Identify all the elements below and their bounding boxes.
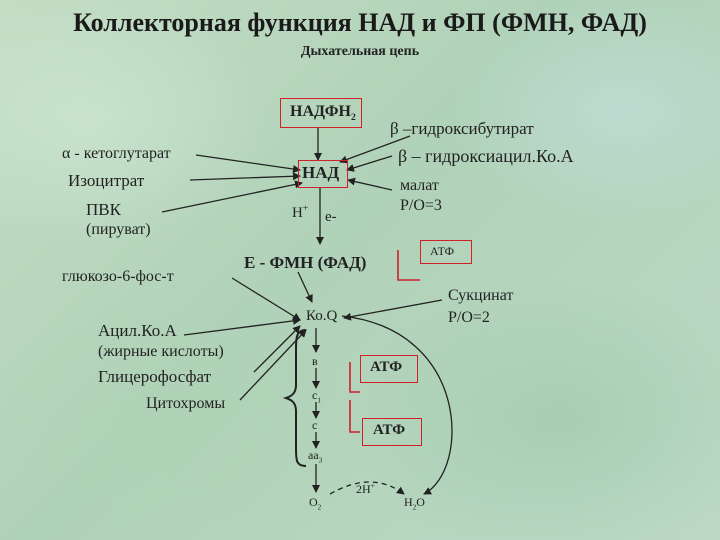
cytochrome-brace <box>282 329 307 467</box>
cytochromes-label: Цитохромы <box>146 395 226 412</box>
atp-box-1 <box>360 355 418 383</box>
arrow-pvk-nad <box>161 180 303 213</box>
arrow-succinate-koq <box>343 299 443 321</box>
atp-bracket-2 <box>349 400 360 433</box>
o2-label: О2 <box>309 496 321 512</box>
two-h-label: 2Н+ <box>356 482 375 495</box>
isocitrate-label: Изоцитрат <box>68 171 145 190</box>
h2o-sub: 2 <box>412 503 417 512</box>
h2o-label: Н2О <box>404 496 425 512</box>
glycerophosphate-label: Глицерофосфат <box>98 367 212 386</box>
arrow-malate-nad <box>347 177 393 191</box>
beta-hydroxyacylcoa-label: β – гидроксиацил.Ко.А <box>398 146 574 166</box>
h2o-b: О <box>416 495 425 509</box>
arrow-glycerophosphate-koq <box>253 325 301 373</box>
arrow-ketoglutarate-nad <box>195 154 301 173</box>
cyt-b-label: в <box>312 354 318 368</box>
nadfh2-sub: 2 <box>350 112 356 124</box>
koq-label: Ко.Q <box>306 308 338 324</box>
cyt-c-label: с <box>312 418 318 432</box>
po3-label: Р/О=3 <box>400 197 442 214</box>
h-plus-main: Н <box>292 205 303 221</box>
atp-label-top: АТФ <box>430 244 455 258</box>
nadfh2-box <box>280 98 362 128</box>
atp-bracket-1 <box>349 362 360 393</box>
cyt-aa3-label: аа3 <box>308 449 322 465</box>
arrow-acylcoa-koq <box>183 316 301 336</box>
curve-koq-to-water <box>341 315 453 495</box>
page-subtitle: Дыхательная цепь <box>300 44 420 59</box>
nad-label: НАД <box>302 163 340 182</box>
nad-box <box>298 160 348 188</box>
fatty-acids-label: (жирные кислоты) <box>98 343 224 360</box>
o2-sub: 2 <box>317 503 322 512</box>
two-h-main: 2Н <box>356 482 371 496</box>
cyt-c1-sub: 1 <box>317 396 321 405</box>
h-plus-label: Н+ <box>292 204 308 221</box>
acylcoa-label: Ацил.Ко.А <box>98 321 177 340</box>
pyruvate-label: (пируват) <box>86 221 151 238</box>
electron-label: е- <box>325 209 337 225</box>
cyt-c1-label: с1 <box>312 389 321 405</box>
po2-label: Р/О=2 <box>448 309 490 326</box>
alpha-ketoglutarate-label: α - кетоглутарат <box>62 145 171 162</box>
page-title: Коллекторная функция НАД и ФП (ФМН, ФАД) <box>73 8 647 37</box>
glucose6p-label: глюкозо-6-фос-т <box>62 268 174 285</box>
atp-box-2 <box>362 418 422 446</box>
nadfh2-main: НАДФН <box>290 103 351 120</box>
h2o-a: Н <box>404 495 413 509</box>
dashed-electron-arrow <box>329 481 405 495</box>
atp-label-1: АТФ <box>370 359 403 375</box>
atp-bracket-top <box>397 250 420 281</box>
cyt-c1-main: с <box>312 388 318 402</box>
beta-hydroxybutyrate-label: β –гидроксибутират <box>390 119 534 138</box>
arrow-hydroxyacylcoa-nad <box>346 155 393 172</box>
atp-label-2: АТФ <box>373 422 406 438</box>
cyt-aa3-sub: 3 <box>318 456 323 465</box>
two-h-sup: + <box>370 481 376 490</box>
cyt-aa3-main: аа <box>308 448 319 462</box>
atp-box-top <box>420 240 472 264</box>
arrow-fmn-koq <box>297 271 313 303</box>
succinate-label: Сукцинат <box>448 287 514 304</box>
arrow-hydroxybutyrate-nad <box>339 135 411 164</box>
arrow-isocitrate-nad <box>189 172 301 181</box>
arrow-cytochromes-koq <box>239 329 307 401</box>
arrow-glucose6p-koq <box>231 277 301 321</box>
malate-label: малат <box>400 177 439 194</box>
e-fmn-label: Е - ФМН (ФАД) <box>244 253 367 272</box>
pvk-label: ПВК <box>86 200 121 219</box>
h-plus-sup: + <box>302 203 309 214</box>
o2-main: О <box>309 495 318 509</box>
nadfh2-label: НАДФН2 <box>290 104 356 123</box>
